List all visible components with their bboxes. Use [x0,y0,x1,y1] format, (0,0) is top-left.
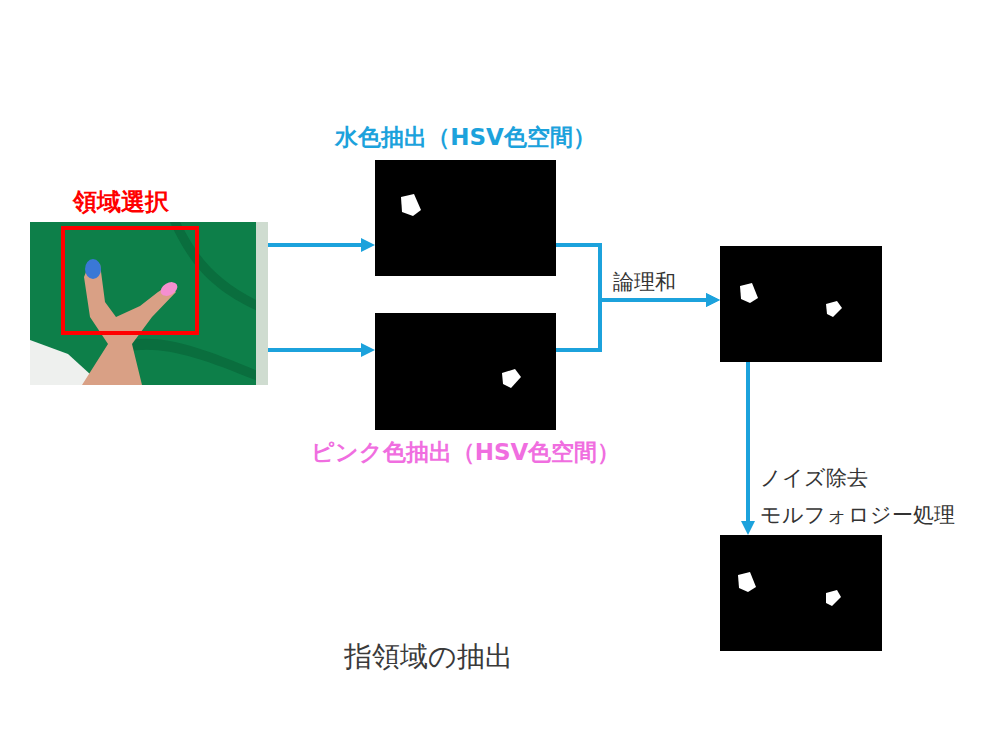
node-label: 領域選択 [73,188,169,217]
figure-caption: 指領域の抽出 [344,638,513,676]
hand-photo [30,222,268,385]
flow-arrow [268,243,361,247]
edge-label: ノイズ除去 モルフォロジー処理 [760,460,975,534]
mask-image [375,160,556,276]
flow-arrow [556,245,706,300]
mask-box [720,535,882,651]
node-label: ピンク色抽出（HSV色空間） [311,439,621,467]
edge-label: 論理和 [613,268,676,296]
mask-box: ピンク色抽出（HSV色空間） [375,313,556,430]
node-label: 水色抽出（HSV色空間） [335,124,596,152]
mask-image [720,535,882,651]
flow-arrow [746,362,750,521]
mask-image [375,313,556,430]
flow-arrow [556,300,706,350]
mask-box: 水色抽出（HSV色空間） [375,160,556,276]
mask-image [720,246,882,362]
flow-arrow [268,348,361,352]
photo-node: 領域選択 [30,222,268,385]
mask-box [720,246,882,362]
